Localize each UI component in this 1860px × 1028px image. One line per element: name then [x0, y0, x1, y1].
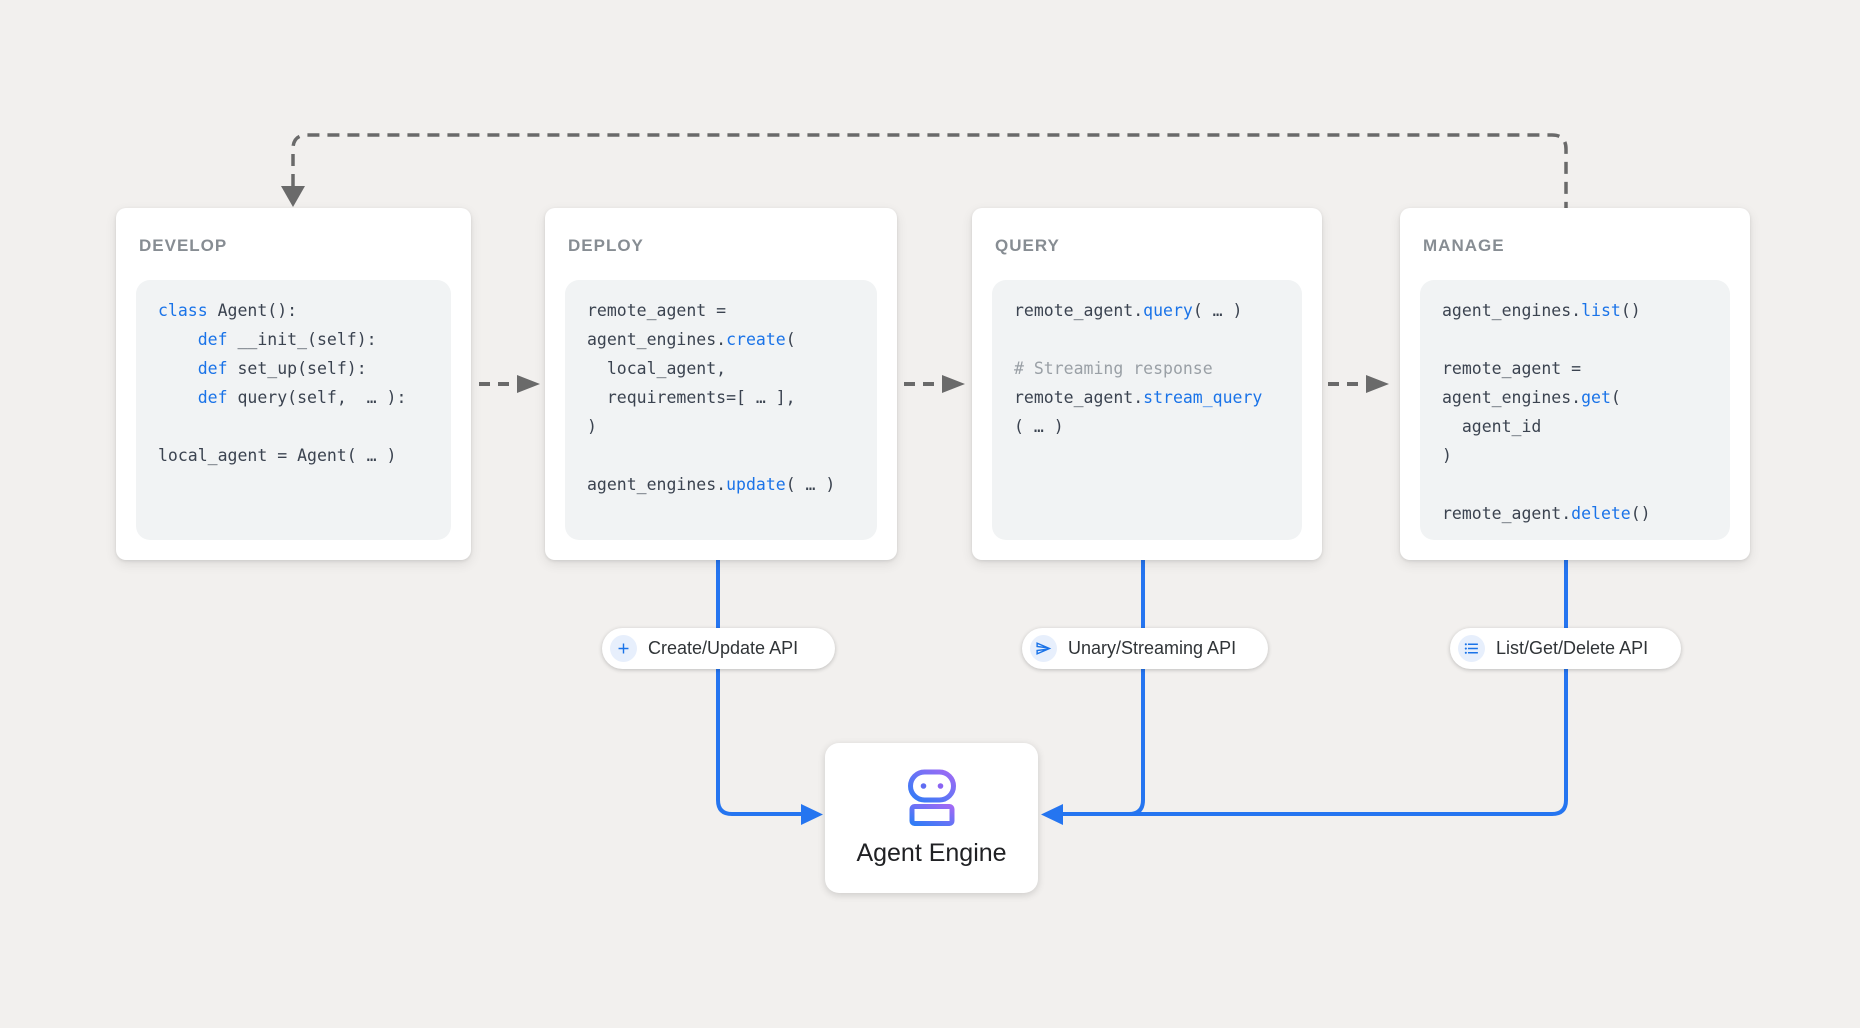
card-title-label: QUERY	[995, 236, 1060, 255]
code-line: agent_engines.create(	[587, 330, 796, 349]
code-block: remote_agent = agent_engines.create( loca…	[565, 280, 877, 540]
code-line: remote_agent.delete()	[1442, 504, 1651, 523]
feedback-down-arrowhead	[281, 186, 305, 207]
engine-left-arrowhead	[801, 804, 823, 825]
agent-engine-label: Agent Engine	[856, 838, 1007, 867]
code-line: def set_up(self):	[197, 359, 367, 378]
develop-to-deploy-arrowhead	[517, 375, 540, 393]
code-block: remote_agent.query( … ) # Streaming resp…	[992, 280, 1302, 540]
card-query: QUERY remote_agent.query( … ) # Streamin…	[972, 208, 1322, 560]
code-block: agent_engines.list() remote_agent = agent…	[1420, 280, 1730, 540]
code-line: agent_id	[1442, 417, 1542, 436]
code-line: agent_engines.get(	[1442, 388, 1621, 407]
card-title-label: DEVELOP	[139, 236, 228, 255]
code-block: class Agent(): def __init_(self): def se…	[136, 280, 451, 540]
engine-right-arrowhead	[1041, 804, 1063, 825]
code-line: def query(self, … ):	[197, 388, 407, 407]
code-line: agent_engines.list()	[1442, 301, 1641, 320]
code-line: def __init_(self):	[197, 330, 377, 349]
list-icon	[1458, 635, 1485, 662]
badge-label: Create/Update API	[648, 638, 799, 658]
code-line: local_agent = Agent( … )	[158, 446, 397, 465]
card-title-label: MANAGE	[1423, 236, 1505, 255]
code-line	[158, 412, 429, 441]
code-line: remote_agent =	[1442, 359, 1582, 378]
code-line: )	[587, 417, 597, 436]
card-develop: DEVELOP class Agent(): def __init_(self)…	[116, 208, 471, 560]
plus-icon	[610, 635, 637, 662]
code-line: )	[1442, 446, 1452, 465]
card-title-label: DEPLOY	[568, 236, 644, 255]
code-line	[1442, 325, 1708, 354]
code-line: ( … )	[1014, 417, 1064, 436]
badge-list-get-delete-api: List/Get/Delete API	[1450, 628, 1681, 669]
code-line: agent_engines.update( … )	[587, 475, 836, 494]
manage-to-engine-line	[1063, 560, 1568, 816]
manage-to-develop-feedback-line	[291, 133, 1568, 208]
robot-icon	[907, 769, 957, 826]
code-line: remote_agent.stream_query	[1014, 388, 1263, 407]
code-line: remote_agent.query( … )	[1014, 301, 1243, 320]
code-line: requirements=[ … ],	[587, 388, 796, 407]
send-icon	[1030, 635, 1057, 662]
code-line	[1442, 470, 1708, 499]
deploy-to-engine-line	[716, 560, 801, 816]
query-to-manage-arrowhead	[1366, 375, 1389, 393]
code-line: local_agent,	[587, 359, 727, 378]
query-to-engine-line	[1112, 560, 1145, 816]
card-manage: MANAGE agent_engines.list() remote_agent…	[1400, 208, 1750, 560]
badge-unary-streaming-api: Unary/Streaming API	[1022, 628, 1268, 669]
deploy-to-query-arrowhead	[942, 375, 965, 393]
badge-label: Unary/Streaming API	[1068, 638, 1237, 658]
code-line: remote_agent =	[587, 301, 727, 320]
code-line	[587, 441, 855, 470]
code-line: class Agent():	[158, 301, 298, 320]
agent-engine-card: Agent Engine	[825, 743, 1038, 893]
card-deploy: DEPLOY remote_agent = agent_engines.creat…	[545, 208, 897, 560]
badge-create-update-api: Create/Update API	[602, 628, 835, 669]
badge-label: List/Get/Delete API	[1496, 638, 1649, 658]
code-line	[1014, 325, 1280, 354]
code-line: # Streaming response	[1014, 359, 1213, 378]
